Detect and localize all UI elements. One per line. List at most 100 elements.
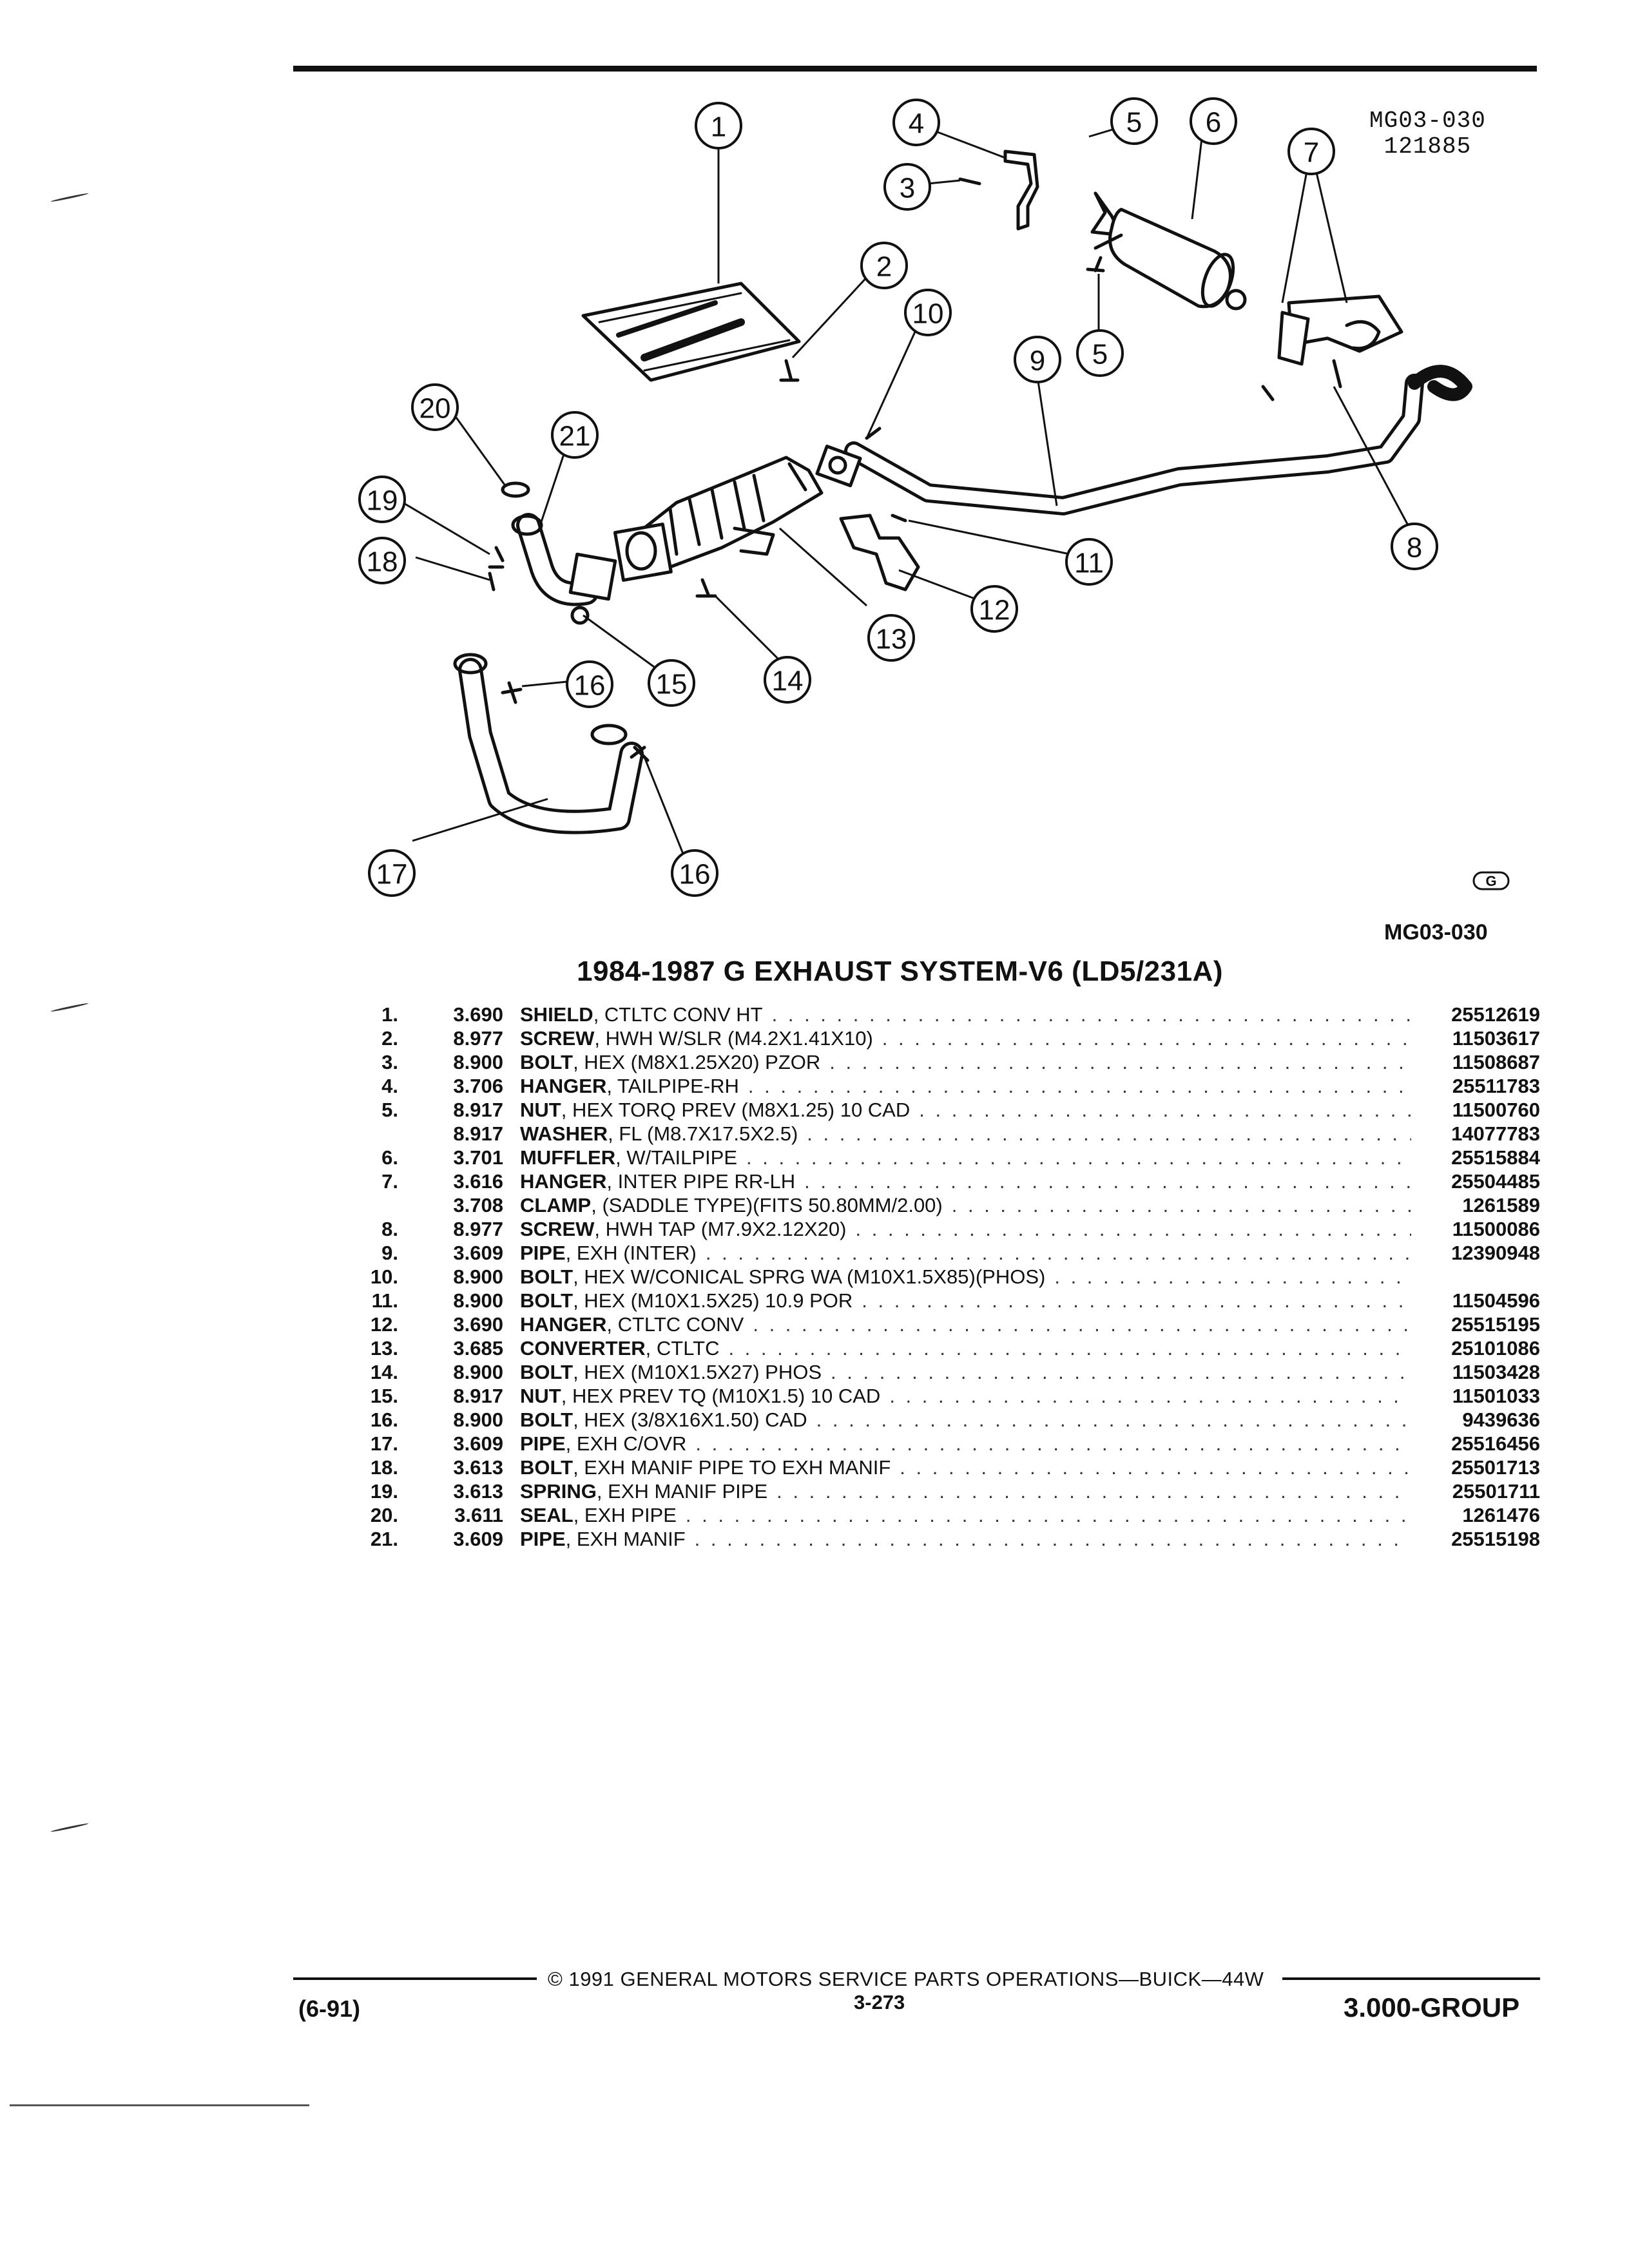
- callout-17: [368, 849, 416, 897]
- callout-15: [648, 659, 695, 707]
- leader-line: [412, 798, 548, 842]
- group-number: 3.609: [453, 1432, 503, 1455]
- dot-leader: . . . . . . . . . . . . . . . . . . . . …: [804, 1170, 1411, 1193]
- illustration-code: MG03-030 121885: [1369, 108, 1486, 160]
- callout-19: [358, 476, 406, 523]
- callout-1: [695, 102, 742, 149]
- callout-label: 18: [367, 546, 398, 578]
- callout-label: 6: [1206, 107, 1221, 139]
- group-number: 3.701: [453, 1146, 503, 1169]
- nut-part: [570, 606, 590, 625]
- dot-leader: . . . . . . . . . . . . . . . . . . . . …: [831, 1361, 1411, 1383]
- callout-label: 13: [876, 624, 907, 655]
- callout-10: [904, 289, 952, 336]
- part-description: SPRING, EXH MANIF PIPE. . . . . . . . . …: [503, 1479, 1411, 1503]
- shield-part: [581, 282, 801, 382]
- footer-page-number: 3-273: [854, 1991, 905, 2013]
- footer-group: 3.000-GROUP: [1344, 1992, 1520, 2023]
- item-index: 1.: [381, 1003, 398, 1026]
- callout-21: [551, 411, 599, 459]
- footer-revision-date: (6-91): [298, 1995, 361, 2022]
- part-number: 25501711: [1452, 1480, 1540, 1503]
- callout-label: 5: [1126, 107, 1142, 139]
- group-number: 3.613: [453, 1456, 503, 1479]
- top-rule: [293, 66, 1537, 72]
- leader-line: [402, 501, 490, 555]
- item-index: 2.: [381, 1027, 398, 1050]
- dot-leader: . . . . . . . . . . . . . . . . . . . . …: [753, 1313, 1411, 1336]
- part-description: BOLT, HEX (M8X1.25X20) PZOR. . . . . . .…: [503, 1050, 1411, 1074]
- callout-16: [566, 660, 613, 708]
- bolt-part: [488, 572, 496, 591]
- part-detail: , HEX (3/8X16X1.50) CAD: [573, 1408, 807, 1431]
- callout-8: [1391, 523, 1438, 570]
- part-number: 11501033: [1452, 1385, 1540, 1407]
- part-number: 25511783: [1452, 1075, 1540, 1097]
- leader-line: [1088, 128, 1115, 138]
- part-detail: , HEX PREV TQ (M10X1.5) 10 CAD: [561, 1385, 881, 1407]
- gm-logo-letter: G: [1485, 873, 1496, 889]
- part-detail: , HWH TAP (M7.9X2.12X20): [594, 1218, 847, 1240]
- callout-label: 16: [679, 859, 711, 890]
- dot-leader: . . . . . . . . . . . . . . . . . . . . …: [685, 1504, 1411, 1526]
- callout-5: [1110, 97, 1158, 145]
- part-number: 1261589: [1462, 1194, 1540, 1216]
- callout-7: [1287, 128, 1335, 175]
- leader-line: [791, 273, 871, 359]
- part-name: PIPE: [520, 1242, 566, 1264]
- leader-line: [1036, 376, 1058, 506]
- part-detail: , (SADDLE TYPE)(FITS 50.80MM/2.00): [591, 1194, 943, 1216]
- callout-label: 20: [419, 393, 451, 425]
- screw-part: [779, 359, 800, 382]
- dot-leader: . . . . . . . . . . . . . . . . . . . . …: [694, 1528, 1411, 1550]
- leader-line: [537, 454, 565, 532]
- part-number: 25516456: [1451, 1432, 1540, 1455]
- part-detail: , EXH MANIF PIPE TO EXH MANIF: [573, 1456, 891, 1479]
- part-number: 25101086: [1451, 1337, 1540, 1360]
- dot-leader: . . . . . . . . . . . . . . . . . . . . …: [771, 1003, 1411, 1026]
- part-detail: , INTER PIPE RR-LH: [606, 1170, 796, 1193]
- tailpipe-hanger-part: [958, 149, 1039, 231]
- dot-leader: . . . . . . . . . . . . . . . . . . . . …: [746, 1146, 1411, 1169]
- callout-label: 12: [979, 595, 1010, 626]
- group-number: 8.900: [453, 1051, 503, 1073]
- group-number: 8.977: [453, 1027, 503, 1050]
- callout-label: 19: [367, 485, 398, 517]
- part-description: PIPE, EXH MANIF. . . . . . . . . . . . .…: [503, 1527, 1411, 1551]
- dot-leader: . . . . . . . . . . . . . . . . . . . . …: [829, 1051, 1411, 1073]
- leader-line: [927, 179, 961, 185]
- callout-20: [411, 383, 459, 431]
- part-detail: , CTLTC: [645, 1337, 720, 1360]
- callout-13: [867, 614, 915, 662]
- item-index: 9.: [381, 1242, 398, 1264]
- part-detail: , FL (M8.7X17.5X2.5): [608, 1122, 798, 1145]
- item-index: 16.: [370, 1408, 398, 1431]
- callout-label: 3: [900, 173, 915, 204]
- callout-label: 7: [1304, 137, 1319, 169]
- part-description: HANGER, INTER PIPE RR-LH. . . . . . . . …: [503, 1169, 1411, 1193]
- group-number: 8.900: [453, 1289, 503, 1312]
- group-number: 3.690: [453, 1003, 503, 1026]
- intermediate-pipe-part: [815, 365, 1472, 515]
- callout-label: 1: [711, 111, 726, 143]
- part-number: 1261476: [1462, 1504, 1540, 1526]
- muffler-part: [1086, 191, 1247, 311]
- footer-rule-left: [293, 1977, 537, 1980]
- item-index: 12.: [370, 1313, 398, 1336]
- item-index: 10.: [370, 1265, 398, 1288]
- part-number: 25515884: [1451, 1146, 1540, 1169]
- callout-4: [892, 99, 940, 146]
- footer-copyright: © 1991 GENERAL MOTORS SERVICE PARTS OPER…: [548, 1968, 1264, 1990]
- manifold-pipe-part: [511, 513, 617, 606]
- group-number: 8.900: [453, 1361, 503, 1383]
- part-detail: , EXH C/OVR: [565, 1432, 687, 1455]
- part-description: BOLT, HEX W/CONICAL SPRG WA (M10X1.5X85)…: [503, 1265, 1411, 1289]
- part-name: MUFFLER: [520, 1146, 616, 1169]
